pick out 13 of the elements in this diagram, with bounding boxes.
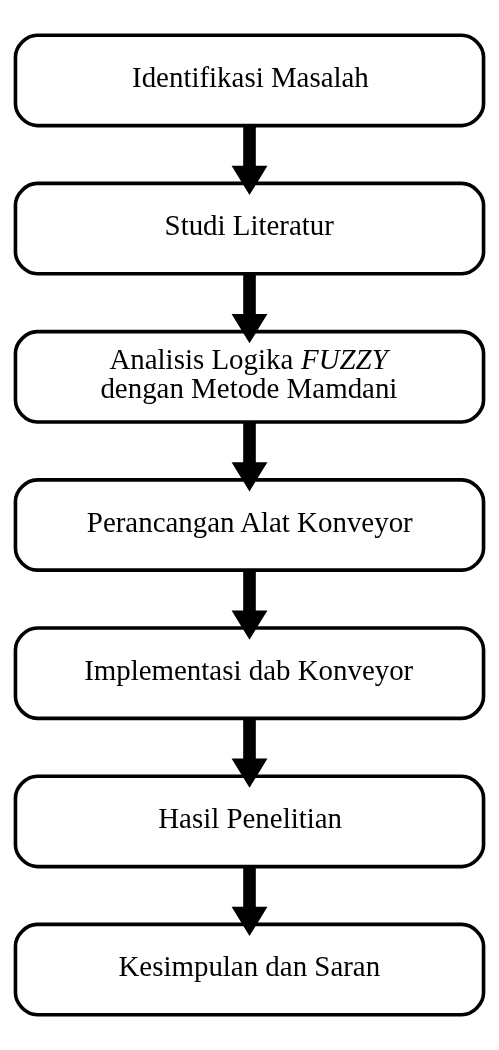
node-box: Identifikasi Masalah xyxy=(13,33,486,128)
arrow xyxy=(231,718,268,788)
node-box: Studi Literatur xyxy=(13,181,486,276)
node-box: Analisis Logika FUZZY dengan Metode Mamdani xyxy=(13,329,486,424)
arrow xyxy=(231,866,268,937)
arrow xyxy=(231,273,268,344)
node-box: Perancangan Alat Konveyor xyxy=(13,478,486,572)
node-box: Hasil Penelitian xyxy=(13,774,486,869)
arrow xyxy=(231,570,268,640)
arrow xyxy=(231,422,268,492)
node-box: Kesimpulan dan Saran xyxy=(13,922,486,1017)
arrow xyxy=(231,125,268,196)
node-box: Implementasi dab Konveyor xyxy=(13,626,486,721)
